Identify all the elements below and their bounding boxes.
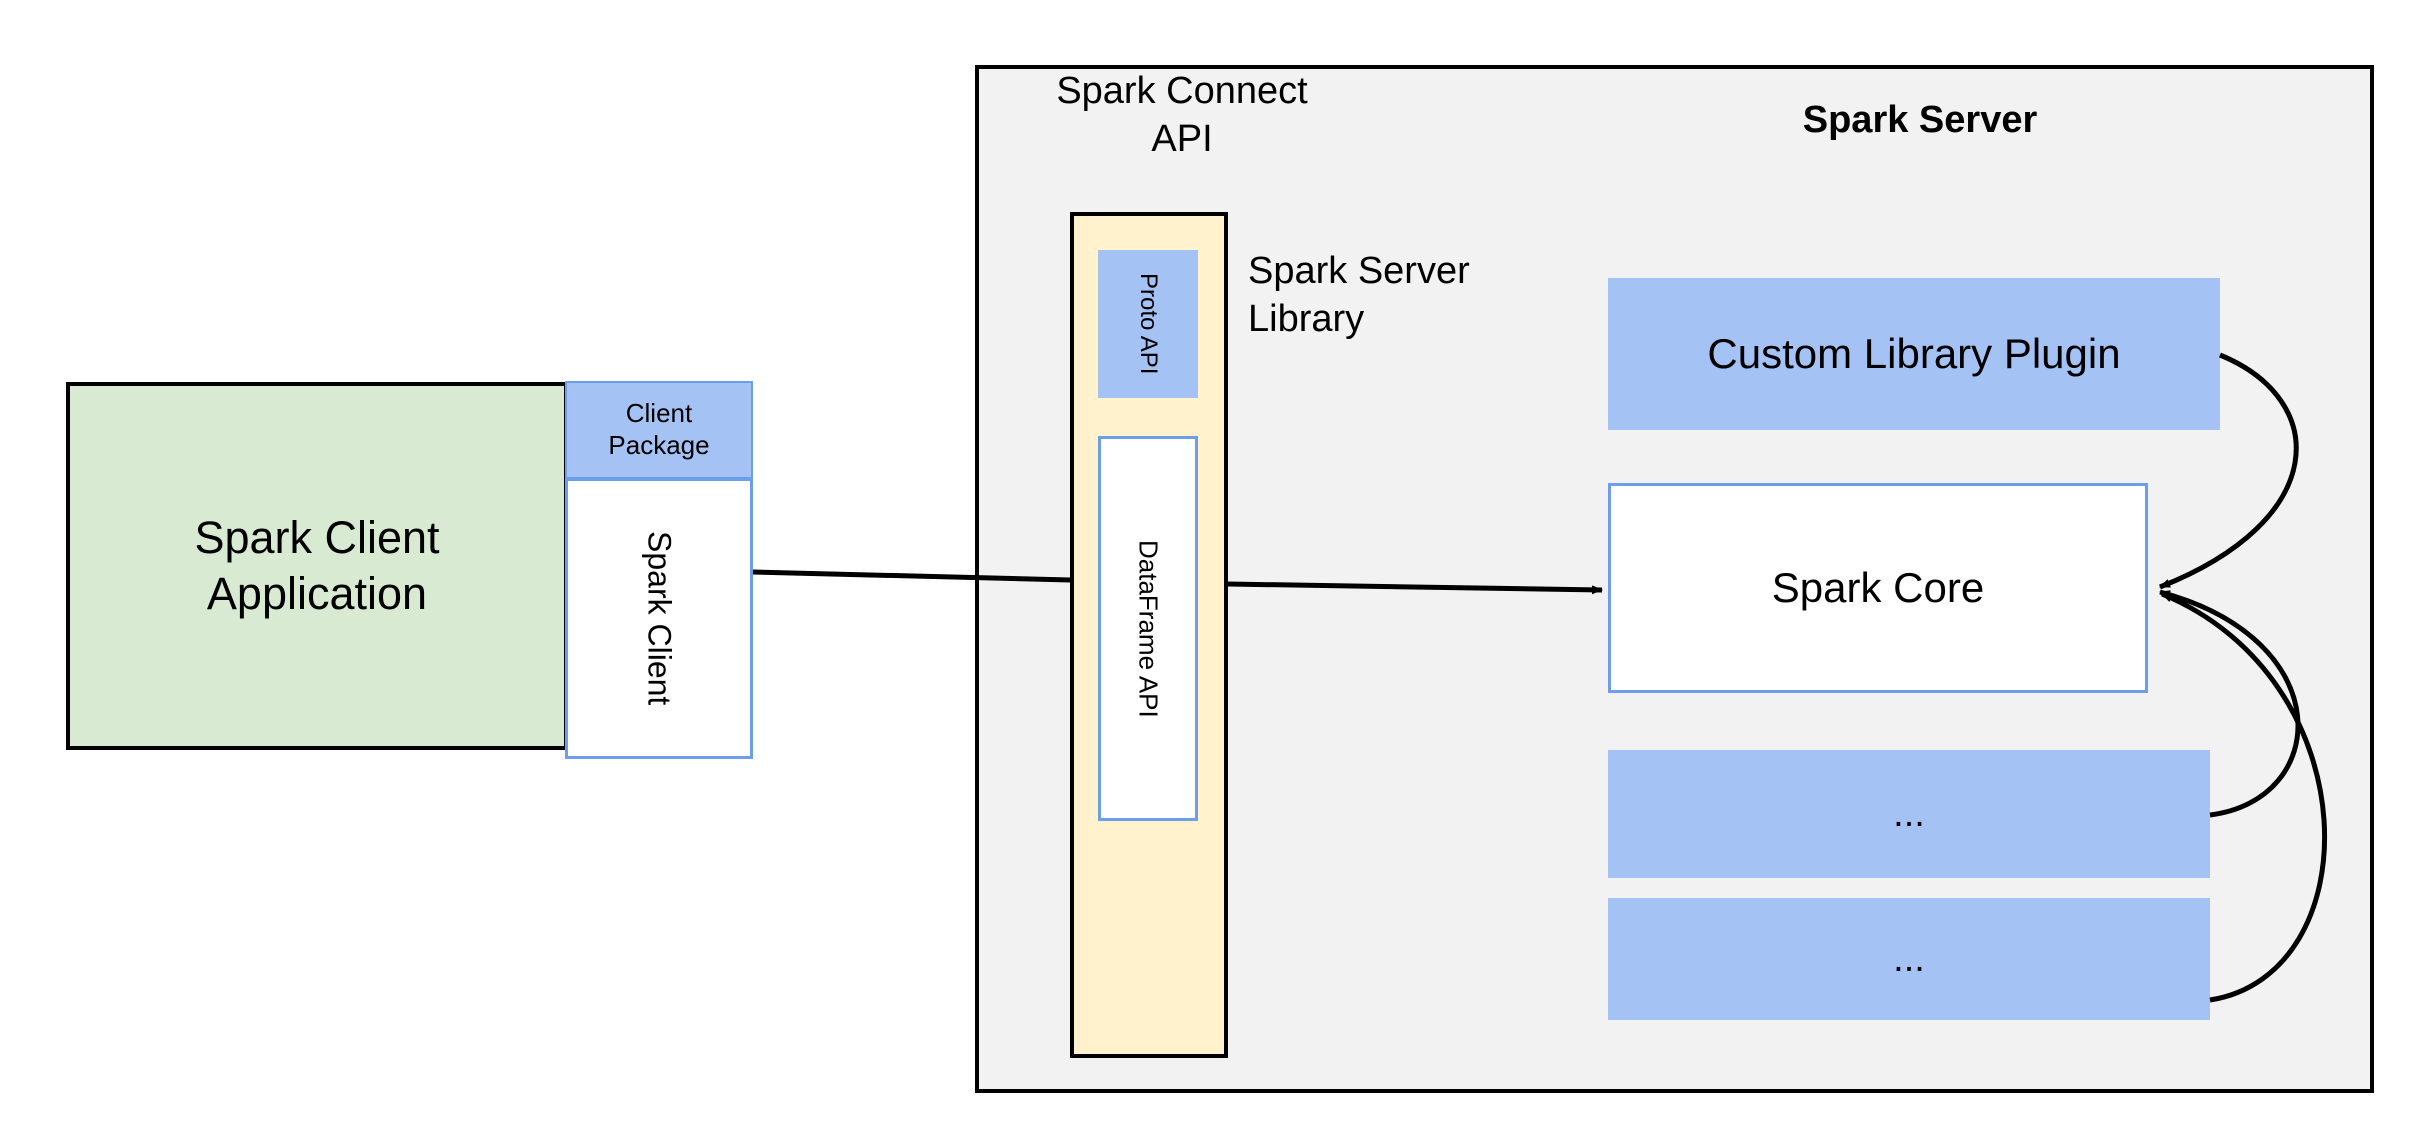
dataframe-api-box[interactable]: DataFrame API (1098, 436, 1198, 821)
client-package-label: Client Package (608, 398, 709, 461)
spark-connect-api-label: Spark Connect API (1012, 68, 1352, 178)
client-package-box[interactable]: Client Package (565, 381, 753, 479)
spark-client-application-label: Spark Client Application (194, 510, 439, 622)
spark-connect-api-label-line2: API (1151, 117, 1213, 160)
spark-server-library-label-line2: Library (1248, 297, 1365, 340)
spark-connect-api-label-line1: Spark Connect (1056, 70, 1308, 112)
ellipsis-box-1[interactable]: ... (1608, 750, 2210, 878)
spark-client-application-box[interactable]: Spark Client Application (66, 382, 568, 750)
ellipsis-box-1-label: ... (1893, 792, 1925, 835)
ellipsis-box-2-label: ... (1893, 937, 1925, 980)
proto-api-box[interactable]: Proto API (1098, 250, 1198, 398)
spark-client-application-label-line2: Application (206, 568, 428, 619)
dataframe-api-label: DataFrame API (1133, 539, 1164, 718)
spark-server-library-label-line1: Spark Server (1248, 250, 1470, 292)
client-package-label-line1: Client (625, 398, 693, 429)
proto-api-label: Proto API (1135, 273, 1162, 375)
spark-client-label: Spark Client (641, 531, 678, 706)
client-package-label-line2: Package (608, 430, 710, 460)
spark-client-box[interactable]: Spark Client (565, 478, 753, 759)
spark-server-library-label: Spark Server Library (1248, 248, 1548, 348)
spark-server-title: Spark Server (1802, 98, 2038, 141)
spark-core-box[interactable]: Spark Core (1608, 483, 2148, 693)
ellipsis-box-2[interactable]: ... (1608, 898, 2210, 1020)
custom-library-plugin-label: Custom Library Plugin (1707, 330, 2121, 377)
spark-core-label: Spark Core (1771, 564, 1985, 611)
custom-library-plugin-box[interactable]: Custom Library Plugin (1608, 278, 2220, 430)
spark-client-application-label-line1: Spark Client (194, 512, 440, 564)
